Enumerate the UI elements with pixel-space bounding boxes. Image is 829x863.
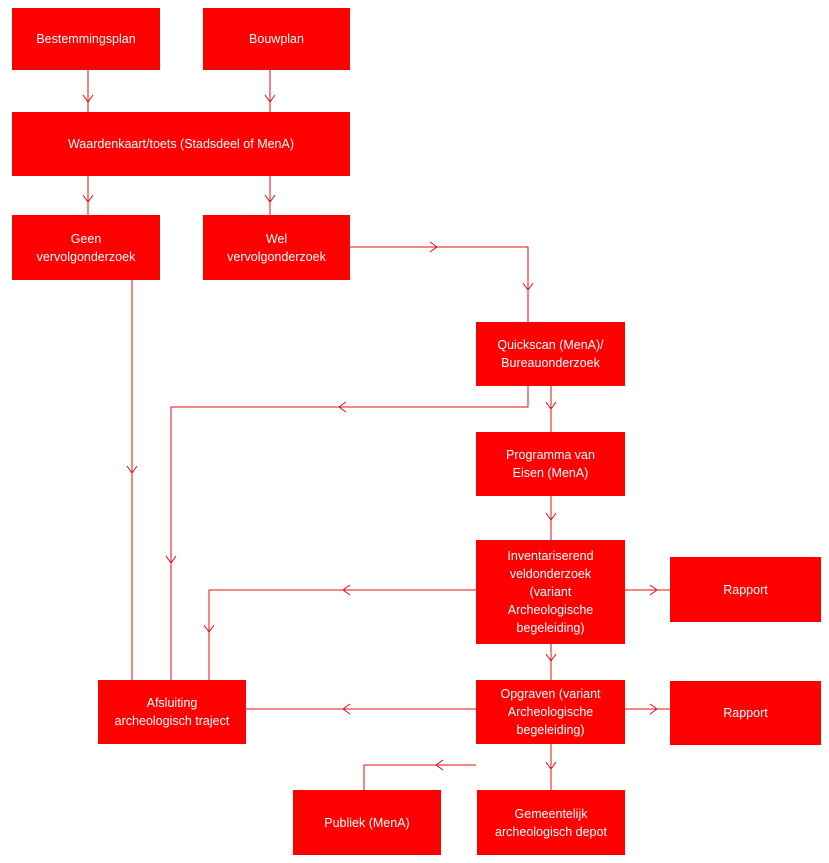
arrowhead-right bbox=[649, 703, 658, 715]
arrowhead-down bbox=[82, 94, 94, 103]
arrowhead-down bbox=[82, 194, 94, 203]
arrowhead-right bbox=[429, 241, 438, 253]
arrowhead-down bbox=[522, 282, 534, 291]
arrowhead-down bbox=[545, 653, 557, 662]
node-bestemmingsplan: Bestemmingsplan bbox=[12, 8, 160, 70]
node-publiek: Publiek (MenA) bbox=[293, 790, 441, 855]
node-geen-vervolgonderzoek: Geen vervolgonderzoek bbox=[12, 215, 160, 280]
arrowhead-down bbox=[264, 194, 276, 203]
arrowhead-right bbox=[649, 584, 658, 596]
node-programma-van-eisen: Programma van Eisen (MenA) bbox=[476, 432, 625, 496]
arrowhead-down bbox=[545, 761, 557, 770]
edge-inventariserend-afsluiting bbox=[208, 589, 476, 680]
arrowhead-left bbox=[342, 703, 351, 715]
node-afsluiting: Afsluiting archeologisch traject bbox=[98, 680, 246, 744]
node-rapport-inventariserend: Rapport bbox=[670, 557, 821, 622]
node-rapport-opgraven: Rapport bbox=[670, 681, 821, 745]
arrowhead-left bbox=[338, 401, 347, 413]
arrowhead-down bbox=[545, 512, 557, 521]
node-gemeentelijk-depot: Gemeentelijk archeologisch depot bbox=[477, 790, 625, 855]
node-bouwplan: Bouwplan bbox=[203, 8, 350, 70]
arrowhead-down bbox=[165, 555, 177, 564]
arrowhead-down bbox=[545, 401, 557, 410]
node-waardenkaart: Waardenkaart/toets (Stadsdeel of MenA) bbox=[12, 112, 350, 176]
arrowhead-down bbox=[126, 465, 138, 474]
arrowhead-down bbox=[264, 94, 276, 103]
node-inventariserend-veldonderzoek: Inventariserend veldonderzoek (variant A… bbox=[476, 540, 625, 644]
node-quickscan: Quickscan (MenA)/ Bureauonderzoek bbox=[476, 322, 625, 386]
arrowhead-down bbox=[203, 624, 215, 633]
edge-wel-quickscan bbox=[350, 246, 529, 322]
edge-opgraven-publiek bbox=[363, 764, 476, 790]
arrowhead-left bbox=[342, 584, 351, 596]
edge-quickscan-afsluiting bbox=[170, 386, 529, 680]
node-wel-vervolgonderzoek: Wel vervolgonderzoek bbox=[203, 215, 350, 280]
arrowhead-left bbox=[435, 759, 444, 771]
node-opgraven: Opgraven (variant Archeologische begelei… bbox=[476, 680, 625, 744]
